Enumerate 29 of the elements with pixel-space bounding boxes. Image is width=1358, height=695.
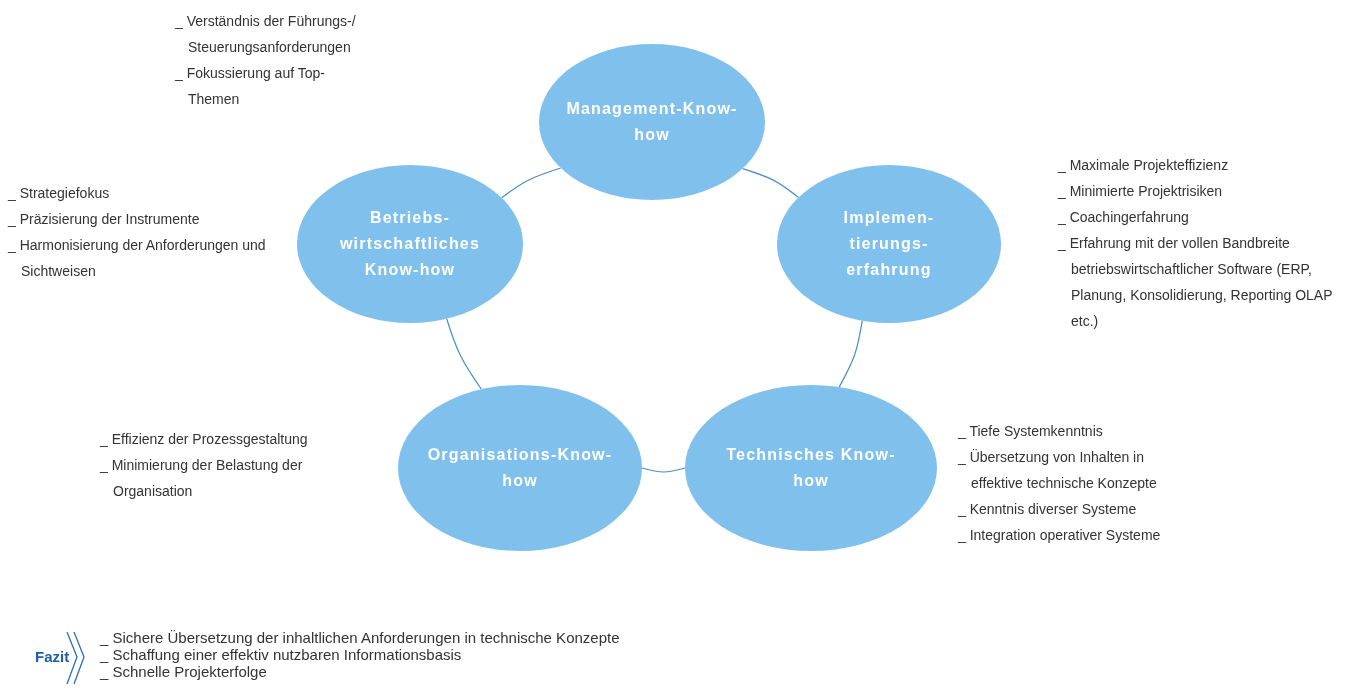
list-item: _ Effizienz der Prozessgestaltung (100, 430, 309, 449)
list-item: _ Minimierte Projektrisiken (1058, 182, 1224, 201)
list-item: _ Minimierung der Belastung der Organisation (100, 456, 304, 501)
list-item: _ Kenntnis diverser Systeme (958, 500, 1138, 519)
summary-item: _ Sichere Übersetzung der inhaltlichen Anforderungen in technische Konzepte (100, 630, 620, 646)
connector-line (838, 320, 863, 388)
summary-heading: Fazit (35, 649, 70, 665)
list-item: _ Übersetzung von Inhalten in effektive technische Konzepte (958, 448, 1158, 493)
list-item: _ Präzisierung der Instrumente (8, 210, 201, 229)
node-title: Technisches Know- how (725, 445, 897, 491)
node-title: Management-Know- how (565, 99, 739, 145)
list-item: _ Fokussierung auf Top-Themen (175, 64, 326, 109)
connector-line (641, 467, 686, 473)
list-item: _ Tiefe Systemkenntnis (958, 422, 1104, 441)
list-item: _ Harmonisierung der Anforderungen und Sichtweisen (8, 236, 267, 281)
list-item: _ Erfahrung mit der vollen Bandbreite betriebswirtschaftlicher Software (ERP, Planung, Konsolidierung, Reporting OLAP etc.) (1058, 234, 1334, 331)
node-title: Implemen- tierungs- erfahrung (842, 208, 936, 280)
summary-item: _ Schaffung einer effektiv nutzbaren Informationsbasis (100, 647, 462, 663)
list-item: _ Maximale Projekteffizienz (1058, 156, 1230, 175)
list-item: _ Verständnis der Führungs-/ Steuerungsanforderungen (175, 12, 357, 57)
summary-item: _ Schnelle Projekterfolge (100, 664, 267, 680)
node-title: Organisations-Know- how (426, 445, 614, 491)
node-title: Betriebs- wirtschaftliches Know-how (338, 208, 482, 280)
connector-line (446, 318, 482, 390)
list-item: _ Integration operativer Systeme (958, 526, 1162, 545)
list-item: _ Strategiefokus (8, 184, 111, 203)
connector-line (742, 168, 800, 199)
connector-line (501, 167, 562, 199)
list-item: _ Coachingerfahrung (1058, 208, 1190, 227)
